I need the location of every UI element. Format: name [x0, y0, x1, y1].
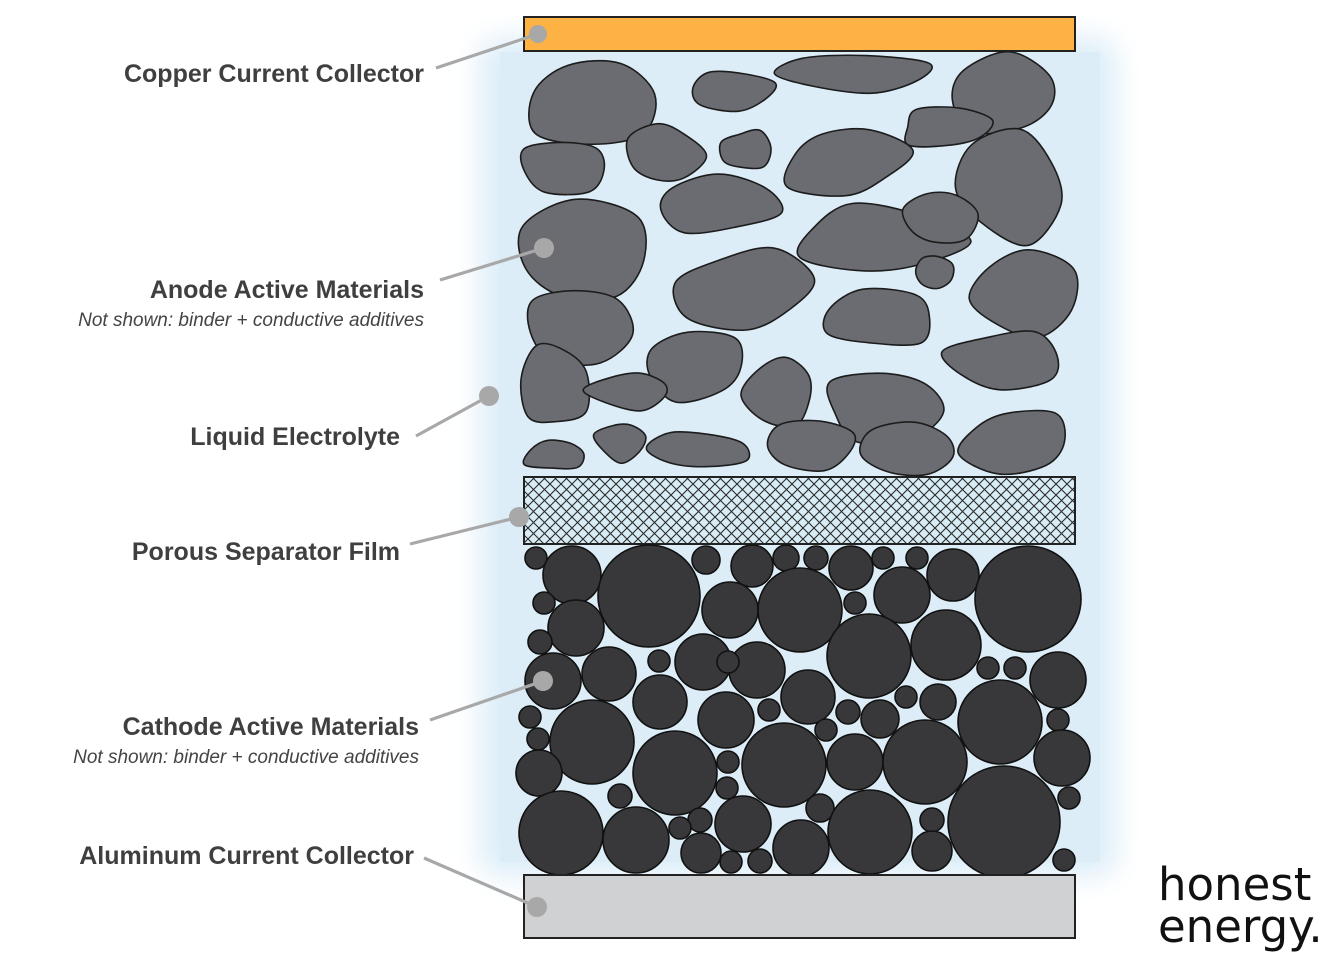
cathode-particle [731, 545, 773, 587]
cathode-particle [872, 547, 894, 569]
brand-logo-line2: energy. [1158, 900, 1323, 953]
cathode-particle [582, 647, 636, 701]
cathode-particle [948, 766, 1060, 878]
cathode-particle [1030, 652, 1086, 708]
porous-separator-film [524, 477, 1075, 544]
cathode-particle [975, 546, 1081, 652]
copper-current-collector [524, 17, 1075, 51]
cathode-particle [516, 750, 562, 796]
anode-particle [916, 256, 954, 289]
cathode-particle [715, 796, 771, 852]
cathode-particle [598, 545, 700, 647]
anode-note: Not shown: binder + conductive additives [78, 310, 424, 331]
cathode-particle [717, 751, 739, 773]
cathode-particle [958, 680, 1042, 764]
electrolyte-marker-dot [479, 386, 499, 406]
cathode-active-materials [516, 545, 1090, 878]
cathode-particle [920, 684, 956, 720]
cathode-particle [698, 692, 754, 748]
cathode-particle [702, 582, 758, 638]
cathode-particle [648, 650, 670, 672]
cathode-particle [906, 547, 928, 569]
cathode-marker-dot [533, 671, 553, 691]
cathode-particle [633, 731, 717, 815]
cathode-particle [861, 700, 899, 738]
copper-collector-label: Copper Current Collector [124, 60, 424, 88]
cathode-particle [720, 851, 742, 873]
cathode-particle [804, 546, 828, 570]
cathode-particle [729, 642, 785, 698]
cathode-particle [883, 720, 967, 804]
cathode-particle [716, 777, 738, 799]
cathode-particle [1004, 657, 1026, 679]
cathode-particle [758, 699, 780, 721]
cathode-particle [717, 651, 739, 673]
cathode-particle [603, 807, 669, 873]
cathode-particle [773, 820, 829, 876]
separator-marker-dot [509, 507, 529, 527]
cathode-particle [527, 728, 549, 750]
electrolyte-label: Liquid Electrolyte [190, 423, 400, 451]
cathode-particle [773, 545, 799, 571]
cathode-particle [781, 670, 835, 724]
cathode-particle [748, 849, 772, 873]
aluminum-current-collector [524, 875, 1075, 938]
cathode-particle [874, 567, 930, 623]
cathode-particle [977, 657, 999, 679]
cathode-particle [533, 592, 555, 614]
cathode-particle [828, 790, 912, 874]
cathode-particle [836, 700, 860, 724]
cathode-particle [1058, 787, 1080, 809]
cathode-particle [681, 833, 721, 873]
cathode-particle [920, 808, 944, 832]
aluminum-collector-label: Aluminum Current Collector [79, 842, 414, 870]
cathode-particle [669, 817, 691, 839]
copper-marker-dot [529, 25, 547, 43]
cathode-particle [829, 546, 873, 590]
separator-label: Porous Separator Film [132, 538, 400, 566]
cathode-particle [895, 686, 917, 708]
cathode-particle [1053, 849, 1075, 871]
cathode-particle [844, 592, 866, 614]
cathode-note: Not shown: binder + conductive additives [73, 747, 419, 768]
cathode-particle [519, 791, 603, 875]
cathode-particle [633, 675, 687, 729]
cathode-particle [815, 719, 837, 741]
anode-marker-dot [534, 238, 554, 258]
cathode-particle [912, 831, 952, 871]
cathode-particle [927, 549, 979, 601]
cathode-particle [827, 614, 911, 698]
aluminum-marker-dot [527, 897, 547, 917]
cathode-particle [1034, 730, 1090, 786]
cathode-particle [548, 600, 604, 656]
cathode-particle [519, 706, 541, 728]
cathode-particle [827, 734, 883, 790]
cathode-particle [608, 784, 632, 808]
anode-label: Anode Active Materials [150, 276, 424, 304]
cathode-particle [742, 723, 826, 807]
cathode-particle [528, 630, 552, 654]
cathode-particle [911, 610, 981, 680]
cathode-label: Cathode Active Materials [123, 713, 419, 741]
cathode-particle [692, 546, 720, 574]
cathode-particle [758, 568, 842, 652]
cathode-particle [1047, 709, 1069, 731]
